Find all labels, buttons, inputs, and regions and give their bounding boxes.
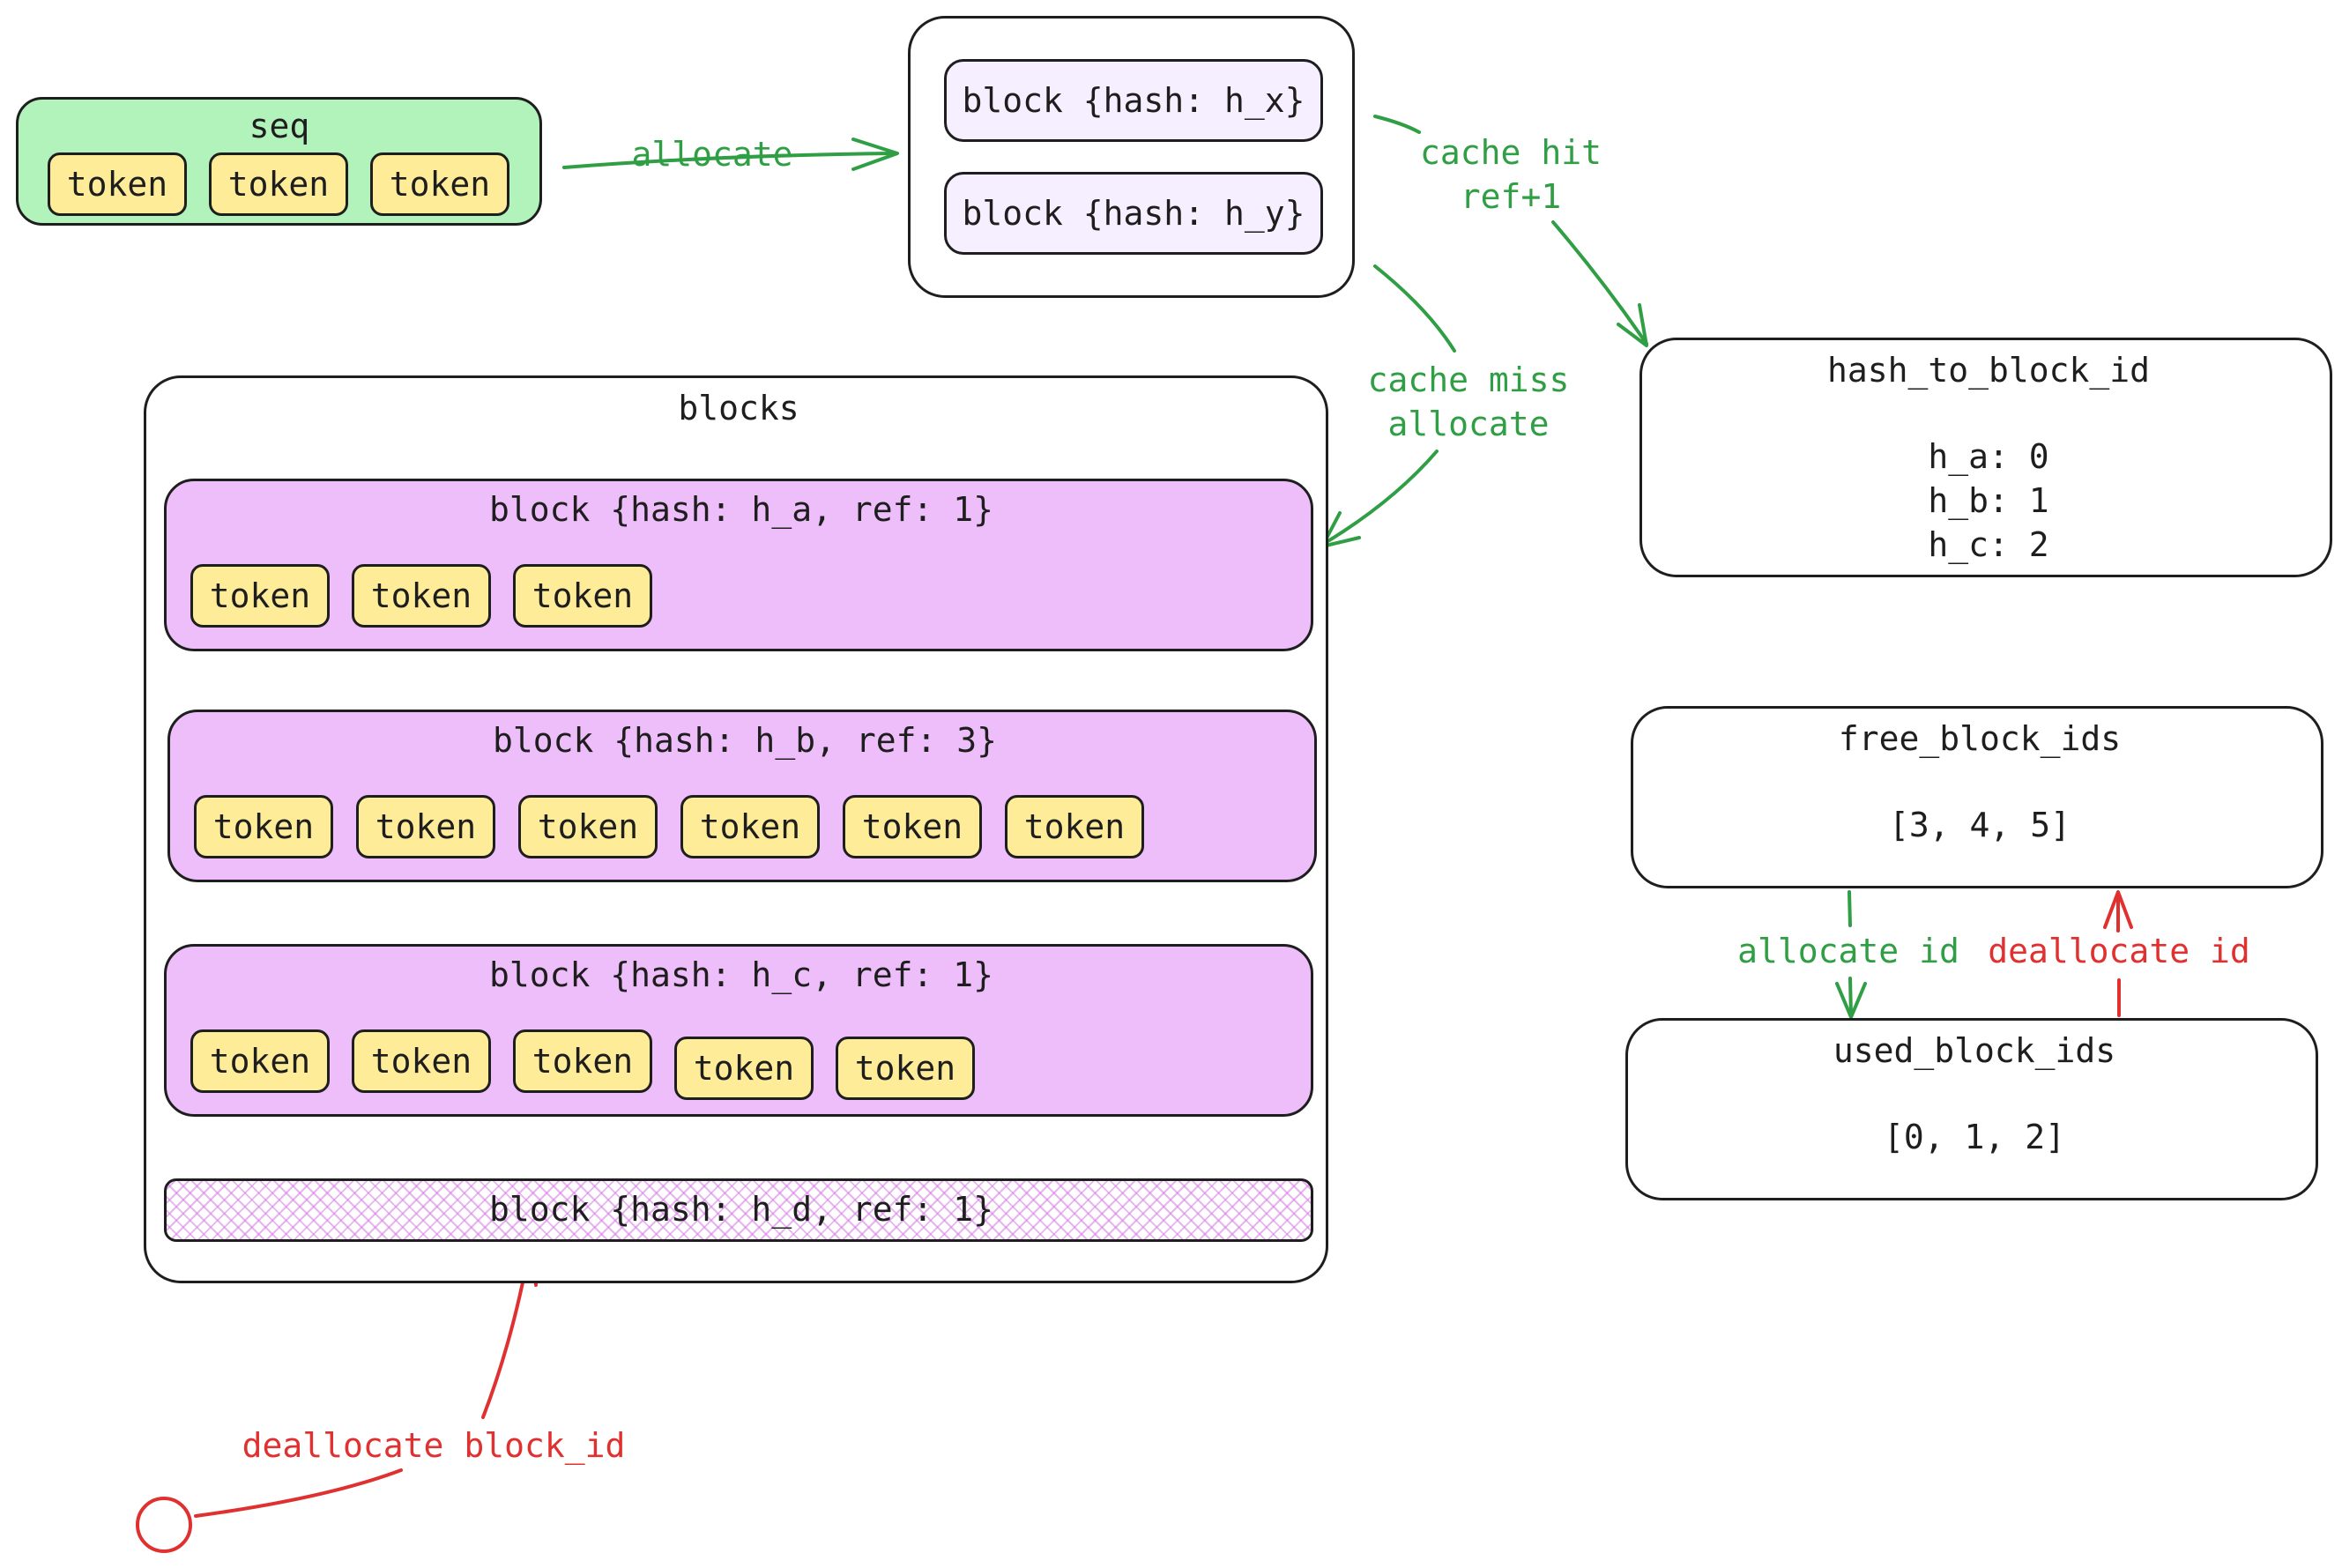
hash-entry: h_a: 0 xyxy=(1928,437,2049,476)
block-label: block {hash: h_b, ref: 3} xyxy=(493,721,997,760)
hash-to-block-id-title: hash_to_block_id xyxy=(1826,351,2151,390)
block-token: token xyxy=(352,564,491,628)
block-token: token xyxy=(674,1037,814,1100)
seq-title: seq xyxy=(249,107,310,145)
cache-miss-arrow xyxy=(1320,450,1439,546)
block-token: token xyxy=(194,795,333,858)
block-token: token xyxy=(513,1029,652,1093)
cache-miss-arrow-start xyxy=(1373,264,1456,353)
block-h-b: block {hash: h_b, ref: 3} token token to… xyxy=(167,710,1317,882)
cache-hit-label-line1: cache hit xyxy=(1420,133,1602,172)
cache-miss-label-line2: allocate xyxy=(1387,405,1550,443)
deallocate-start-circle xyxy=(136,1497,192,1553)
block-h-c: block {hash: h_c, ref: 1} token token to… xyxy=(164,944,1313,1117)
candidate-block-hx: block {hash: h_x} xyxy=(944,59,1323,142)
allocate-id-arrowhead xyxy=(1835,982,1867,1019)
candidate-blocks-container: block {hash: h_x} block {hash: h_y} xyxy=(908,16,1355,298)
cache-hit-arrowhead xyxy=(1617,303,1648,347)
block-label: block {hash: h_a, ref: 1} xyxy=(489,490,993,529)
block-token: token xyxy=(352,1029,491,1093)
deallocate-id-arrowhead xyxy=(2103,890,2133,929)
seq-token: token xyxy=(370,152,509,216)
cache-hit-arrow-start xyxy=(1373,115,1421,134)
block-token: token xyxy=(190,1029,330,1093)
hash-to-block-id-box: hash_to_block_id h_a: 0 h_b: 1 h_c: 2 xyxy=(1639,338,2332,577)
block-token: token xyxy=(513,564,652,628)
allocate-arrow xyxy=(562,152,896,169)
deallocate-id-label: deallocate id xyxy=(1988,932,2250,970)
cache-hit-label-line2: ref+1 xyxy=(1460,177,1562,216)
block-token: token xyxy=(680,795,820,858)
block-label: block {hash: h_d, ref: 1} xyxy=(489,1190,993,1229)
block-token: token xyxy=(518,795,658,858)
used-block-ids-box: used_block_ids [0, 1, 2] xyxy=(1625,1018,2318,1200)
free-block-ids-title: free_block_ids xyxy=(1838,719,2122,758)
candidate-block-label: block {hash: h_y} xyxy=(962,194,1305,233)
free-block-ids-box: free_block_ids [3, 4, 5] xyxy=(1631,706,2323,888)
seq-token: token xyxy=(209,152,348,216)
candidate-block-hy: block {hash: h_y} xyxy=(944,172,1323,255)
free-block-ids-value: [3, 4, 5] xyxy=(1889,806,2071,844)
allocate-id-arrow-top xyxy=(1848,890,1852,927)
block-token: token xyxy=(836,1037,975,1100)
allocate-arrowhead xyxy=(851,137,899,171)
deallocate-block-arrow-tail xyxy=(194,1468,403,1518)
block-h-a: block {hash: h_a, ref: 1} token token to… xyxy=(164,479,1313,651)
block-h-d-deallocated: block {hash: h_d, ref: 1} xyxy=(164,1178,1313,1242)
allocate-edge-label: allocate xyxy=(631,135,793,174)
hash-entry: h_b: 1 xyxy=(1928,481,2049,520)
seq-token: token xyxy=(48,152,187,216)
seq-container: seq token token token xyxy=(16,97,542,226)
block-token: token xyxy=(356,795,495,858)
hash-entry: h_c: 2 xyxy=(1928,525,2049,564)
used-block-ids-title: used_block_ids xyxy=(1833,1031,2116,1070)
cache-hit-arrow xyxy=(1551,220,1648,346)
block-token: token xyxy=(843,795,982,858)
cache-miss-label-line1: cache miss xyxy=(1367,360,1570,399)
blocks-container: blocks block {hash: h_a, ref: 1} token t… xyxy=(144,375,1328,1283)
blocks-title: blocks xyxy=(678,389,799,427)
deallocate-block-id-label: deallocate block_id xyxy=(242,1426,626,1465)
allocate-id-arrow-bottom xyxy=(1848,977,1853,1017)
allocate-id-label: allocate id xyxy=(1737,932,1959,970)
used-block-ids-value: [0, 1, 2] xyxy=(1884,1118,2065,1156)
block-label: block {hash: h_c, ref: 1} xyxy=(489,955,993,994)
candidate-block-label: block {hash: h_x} xyxy=(962,81,1305,120)
block-token: token xyxy=(1005,795,1144,858)
block-token: token xyxy=(190,564,330,628)
